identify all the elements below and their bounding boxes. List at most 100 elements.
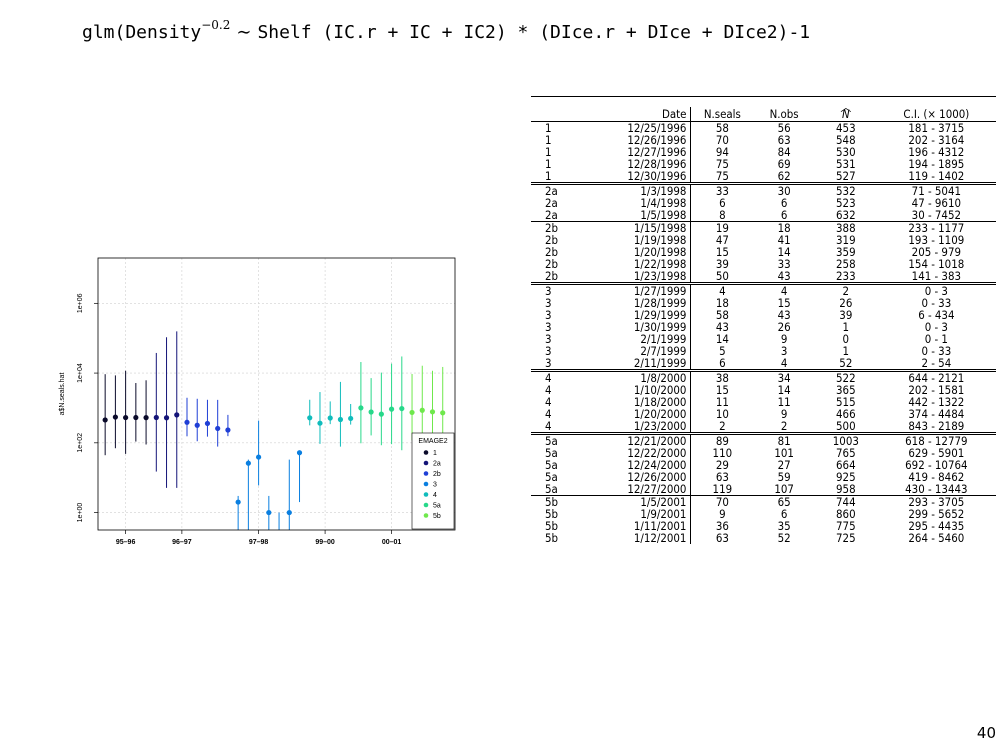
cell-n-obs: 6 [780, 196, 788, 210]
data-point [235, 499, 241, 505]
data-point [204, 420, 211, 427]
cell-group: 2a [531, 182, 587, 197]
cell-n-seals: 15 [715, 245, 729, 259]
cell-n-obs: 4 [780, 356, 788, 370]
data-point [399, 405, 405, 412]
cell-group: 1 [545, 133, 552, 147]
cell-date: 1/29/1999 [586, 309, 692, 321]
cell-ci: 618 - 12779 [876, 432, 996, 447]
header-group [531, 107, 587, 122]
cell-date: 12/26/2000 [586, 471, 692, 483]
cell-ci: 30 - 7452 [911, 208, 961, 222]
cell-group: 5a [545, 446, 558, 460]
header-ci: C.I. (× 1000) [876, 107, 996, 122]
cell-n-seals: 5 [719, 344, 726, 358]
formula-exponent: −0.2 [201, 18, 231, 32]
cell-n-obs: 6 [780, 507, 788, 521]
data-point [123, 414, 129, 421]
cell-n-seals: 8 [719, 208, 726, 222]
data-point [378, 411, 384, 417]
cell-n-hat: 52 [839, 356, 853, 370]
cell-n-obs: 101 [774, 446, 794, 460]
cell-n-hat: 233 [836, 269, 856, 283]
cell-date: 1/12/2001 [586, 532, 692, 544]
cell-ci: 2 - 54 [921, 356, 952, 370]
cell-n-obs: 63 [777, 133, 791, 147]
cell-n-obs: 26 [777, 320, 791, 334]
cell-n-obs: 107 [774, 482, 794, 496]
cell-date: 1/3/1998 [586, 182, 692, 197]
legend-marker [423, 460, 429, 466]
header-n-hat: ︿N [814, 102, 877, 122]
cell-date: 1/19/1998 [586, 234, 692, 246]
cell-n-obs: 81 [753, 432, 815, 447]
cell-date: 1/23/2000 [586, 420, 692, 434]
cell-group: 3 [545, 296, 552, 310]
cell-group: 5a [545, 470, 558, 484]
cell-date: 12/22/2000 [586, 447, 692, 459]
cell-ci: 0 - 33 [921, 296, 952, 310]
cell-date: 1/30/1999 [586, 321, 692, 333]
cell-n-seals: 70 [715, 133, 729, 147]
header-n-obs: N.obs [753, 107, 815, 122]
cell-group: 5a [531, 432, 587, 447]
cell-date: 12/24/2000 [586, 459, 692, 471]
cell-n-obs: 30 [753, 182, 815, 197]
cell-ci: 205 - 979 [911, 245, 961, 259]
cell-ci: 71 - 5041 [876, 182, 996, 197]
cell-n-obs: 34 [753, 369, 815, 384]
cell-group: 4 [545, 395, 552, 409]
x-tick-label: 95–96 [116, 539, 136, 546]
formula-tilde: ∼ [236, 22, 252, 43]
data-point [317, 420, 323, 426]
cell-date: 2/1/1999 [586, 333, 692, 345]
data-point [358, 405, 364, 411]
cell-n-seals: 94 [715, 145, 729, 159]
cell-ci: 0 - 1 [924, 332, 948, 346]
formula-rhs: Shelf (IC.r + IC + IC2) * (DIce.r + DIce… [257, 22, 811, 43]
cell-date: 1/5/1998 [586, 209, 692, 222]
legend-marker [423, 471, 429, 476]
cell-group: 1 [545, 169, 552, 183]
page-number: 40 [976, 724, 996, 742]
cell-n-hat: 466 [836, 407, 856, 421]
cell-date: 1/15/1998 [586, 221, 692, 234]
data-point [286, 509, 292, 516]
cell-n-hat: 388 [814, 221, 877, 234]
cell-n-hat: 359 [836, 245, 856, 259]
cell-n-hat: 1 [842, 320, 850, 334]
cell-ci: 193 - 1109 [908, 233, 965, 247]
cell-group: 4 [545, 383, 552, 397]
cell-ci: 644 - 2121 [876, 369, 996, 384]
cell-group: 3 [545, 332, 552, 346]
y-tick-label: 1e+04 [77, 363, 84, 383]
cell-group: 3 [545, 344, 552, 358]
x-tick-label: 96–97 [172, 539, 192, 546]
cell-n-obs: 62 [777, 169, 791, 183]
cell-n-hat: 1 [842, 344, 850, 358]
cell-group: 5a [545, 458, 558, 472]
cell-group: 1 [545, 121, 552, 135]
cell-n-seals: 75 [715, 157, 729, 171]
cell-ci: 196 - 4312 [908, 145, 965, 159]
cell-n-seals: 47 [715, 233, 729, 247]
cell-n-seals: 18 [715, 296, 729, 310]
legend-marker [423, 513, 429, 518]
cell-ci: 6 - 434 [918, 308, 955, 322]
cell-n-obs: 9 [780, 407, 788, 421]
cell-group: 2b [545, 233, 559, 247]
cell-n-seals: 9 [719, 507, 726, 521]
x-tick-label: 99–00 [315, 539, 335, 546]
cell-date: 12/27/1996 [586, 146, 692, 158]
cell-ci: 0 - 33 [921, 344, 952, 358]
cell-n-obs: 69 [777, 157, 791, 171]
cell-n-hat: 258 [836, 257, 856, 271]
cell-group: 4 [545, 419, 552, 433]
